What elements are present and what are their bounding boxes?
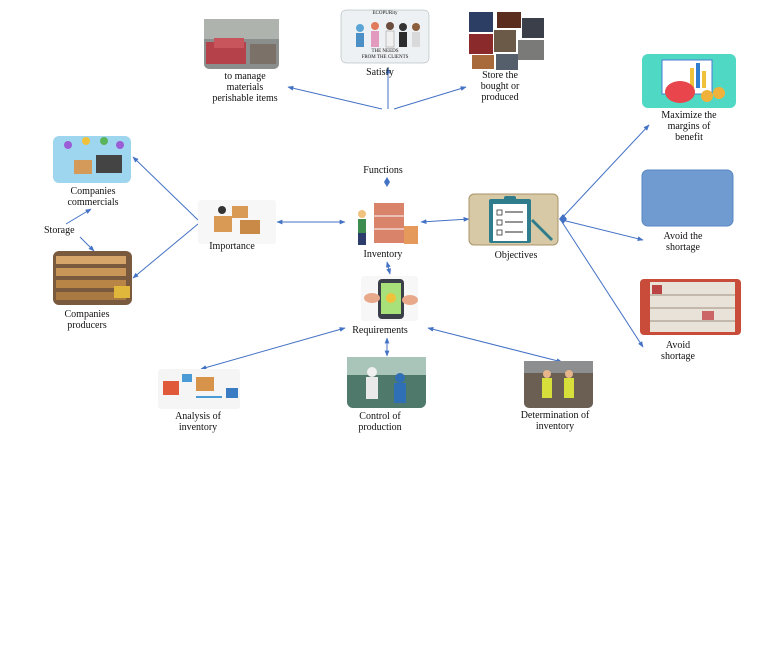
label-control: Control of production (358, 411, 402, 433)
label-determination: Determination of inventory (520, 410, 590, 432)
delivery-man-icon (198, 200, 276, 244)
label-maximize: Maximize the margins of benefit (661, 110, 717, 143)
arrow-objectives-maximize (561, 124, 650, 219)
label-functions: Functions (363, 165, 403, 176)
arrow-req-analysis (200, 327, 346, 370)
arrow-functions-manage (287, 85, 383, 110)
label-avoid-shortage: Avoid shortage (661, 340, 695, 362)
label-commercials: Companies commercials (67, 186, 119, 208)
engineers-photo (347, 357, 426, 408)
arrow-req-determination (427, 327, 563, 363)
delivery-icon (53, 136, 131, 183)
label-storage: Storage (44, 225, 75, 236)
label-needs-caption: THE NEEDS FROM THE CLIENTS (361, 49, 409, 60)
empty-blue-box (641, 169, 734, 227)
shoppers-photo (340, 9, 430, 64)
warehouse-workers-photo (524, 361, 593, 408)
label-needs-top: ECOPURity (372, 11, 398, 16)
worker-boxes-icon (358, 203, 418, 245)
empty-shelves-photo (640, 279, 741, 335)
forklift-icon (158, 369, 240, 409)
label-satisfy: Satisfy (366, 67, 394, 78)
label-store: Store the bought or produced (480, 70, 520, 103)
arrow-storage-producers (79, 236, 95, 252)
warehouse-photo (204, 19, 279, 69)
connector-lines (65, 67, 650, 370)
arrow-storage-commercials (65, 208, 92, 225)
arrow-importance-producers (132, 223, 199, 279)
warehouse-shelves-photo (53, 251, 132, 305)
label-avoid-the-shortage: Avoid the shortage (663, 231, 703, 253)
label-importance: Importance (209, 241, 255, 252)
arrow-objectives-avoid2 (561, 221, 644, 348)
clipboard-checklist-icon (468, 193, 559, 246)
label-manage: to manage materials perishable items (212, 71, 278, 104)
arrow-inventory-requirements (385, 261, 392, 275)
label-requirements: Requirements (352, 325, 408, 336)
label-objectives: Objectives (494, 250, 538, 261)
label-inventory: Inventory (363, 249, 403, 260)
diamond-marker (384, 177, 390, 187)
collage-photo (469, 12, 544, 70)
arrow-importance-commercials (132, 156, 199, 221)
arrow-functions-store (393, 86, 467, 110)
piggy-bank-icon (642, 54, 736, 108)
arrow-inventory-objectives (420, 216, 470, 225)
label-analysis: Analysis of inventory (175, 411, 221, 433)
diamond-marker (559, 214, 567, 224)
arrow-objectives-avoid (561, 219, 644, 242)
label-producers: Companies producers (64, 309, 110, 331)
tablet-icon (361, 276, 418, 321)
